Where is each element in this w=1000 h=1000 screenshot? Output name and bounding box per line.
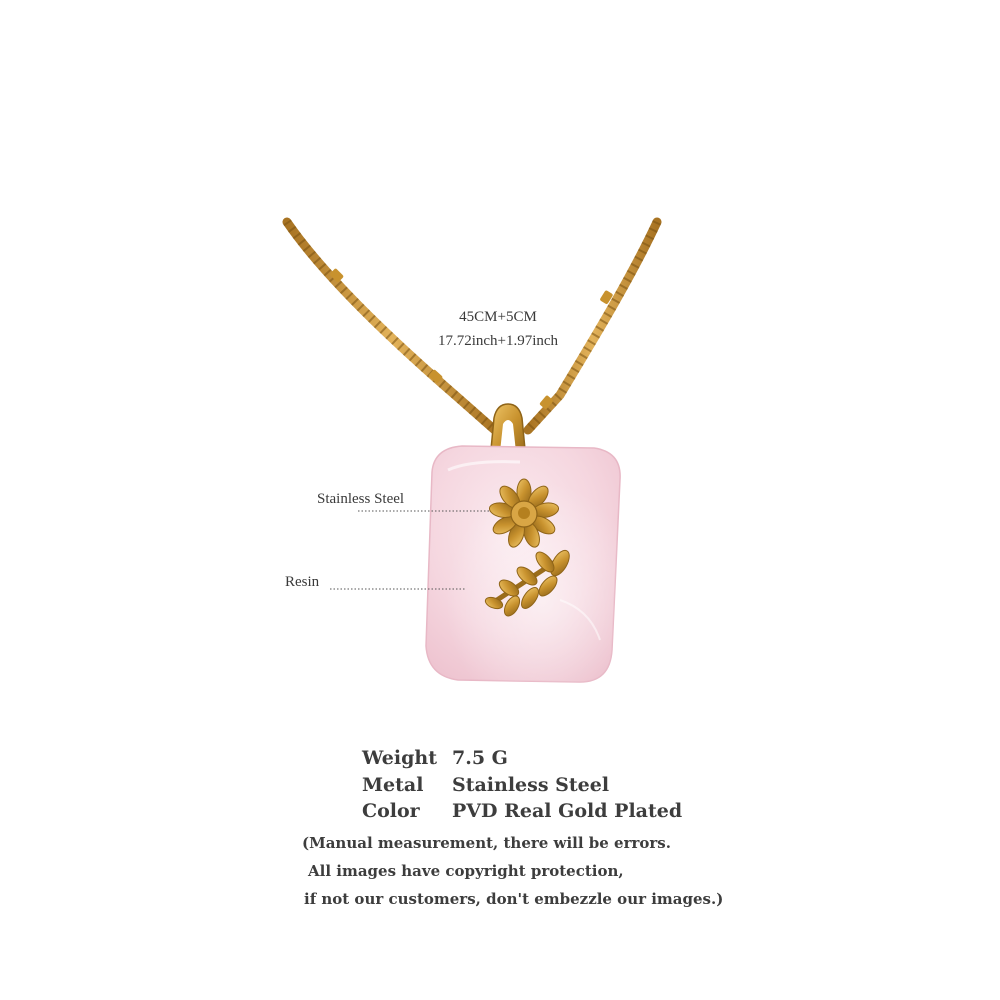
chain-length-inch: 17.72inch+1.97inch	[437, 333, 559, 349]
disclaimer-line: if not our customers, don't embezzle our…	[304, 890, 724, 908]
callout-resin: Resin	[285, 574, 320, 590]
spec-value: PVD Real Gold Plated	[452, 800, 683, 822]
chain-left	[282, 217, 502, 437]
spec-label: Color	[362, 800, 420, 822]
spec-metal: Metal Stainless Steel	[362, 774, 609, 796]
chain-bead	[539, 395, 553, 409]
spec-weight: Weight 7.5 G	[362, 747, 508, 769]
spec-label: Weight	[362, 747, 437, 769]
chain-bead	[600, 290, 613, 304]
chain-right	[523, 217, 662, 435]
spec-value: 7.5 G	[452, 747, 508, 769]
disclaimer-line: All images have copyright protection,	[308, 862, 624, 880]
chain-bead	[429, 369, 443, 383]
callout-stainless-steel: Stainless Steel	[317, 491, 405, 507]
flower-charm	[488, 478, 560, 548]
spec-color: Color PVD Real Gold Plated	[362, 800, 682, 822]
resin-pendant	[425, 445, 621, 683]
chain-length-cm: 45CM+5CM	[459, 309, 537, 325]
disclaimer-line: (Manual measurement, there will be error…	[302, 834, 671, 852]
spec-label: Metal	[362, 774, 424, 796]
chain-bead	[330, 268, 344, 282]
leaf-charm	[484, 549, 570, 617]
spec-value: Stainless Steel	[452, 774, 610, 796]
